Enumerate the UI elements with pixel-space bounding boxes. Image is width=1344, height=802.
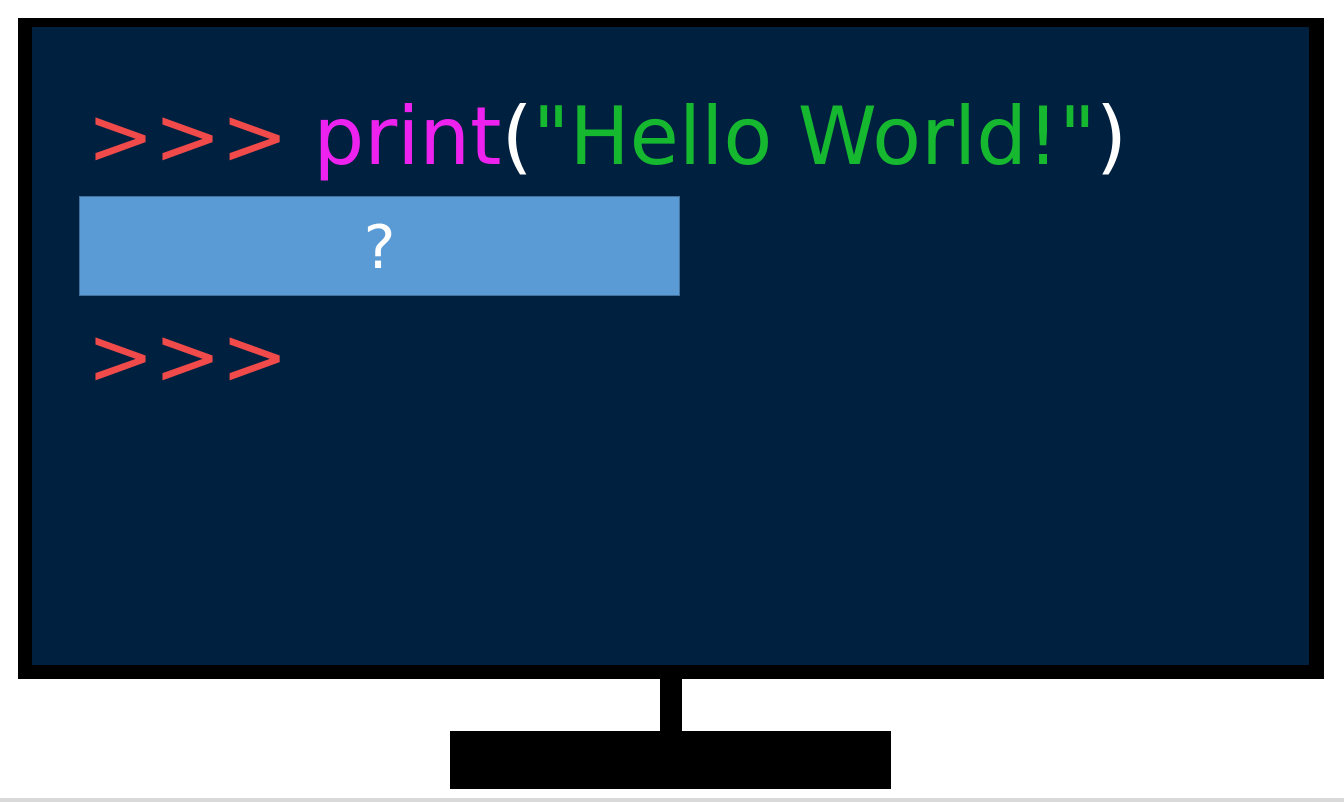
output-answer-box: ? [79, 196, 680, 296]
function-name: print [313, 90, 502, 183]
close-paren: ) [1095, 90, 1128, 183]
open-paren: ( [501, 90, 533, 183]
question-mark: ? [363, 213, 396, 283]
terminal-screen: >>> print("Hello World!") ? >>> [32, 27, 1309, 665]
bottom-border [0, 798, 1344, 802]
prompt-symbol: >>> [87, 310, 289, 403]
code-line-print: >>> print("Hello World!") [87, 97, 1127, 177]
monitor-stand-base [450, 731, 891, 789]
code-line-empty-prompt: >>> [87, 317, 288, 397]
prompt-symbol: >>> [87, 90, 314, 183]
monitor-frame: >>> print("Hello World!") ? >>> [18, 18, 1324, 679]
string-literal: "Hello World!" [532, 90, 1096, 183]
monitor-neck [660, 679, 682, 731]
